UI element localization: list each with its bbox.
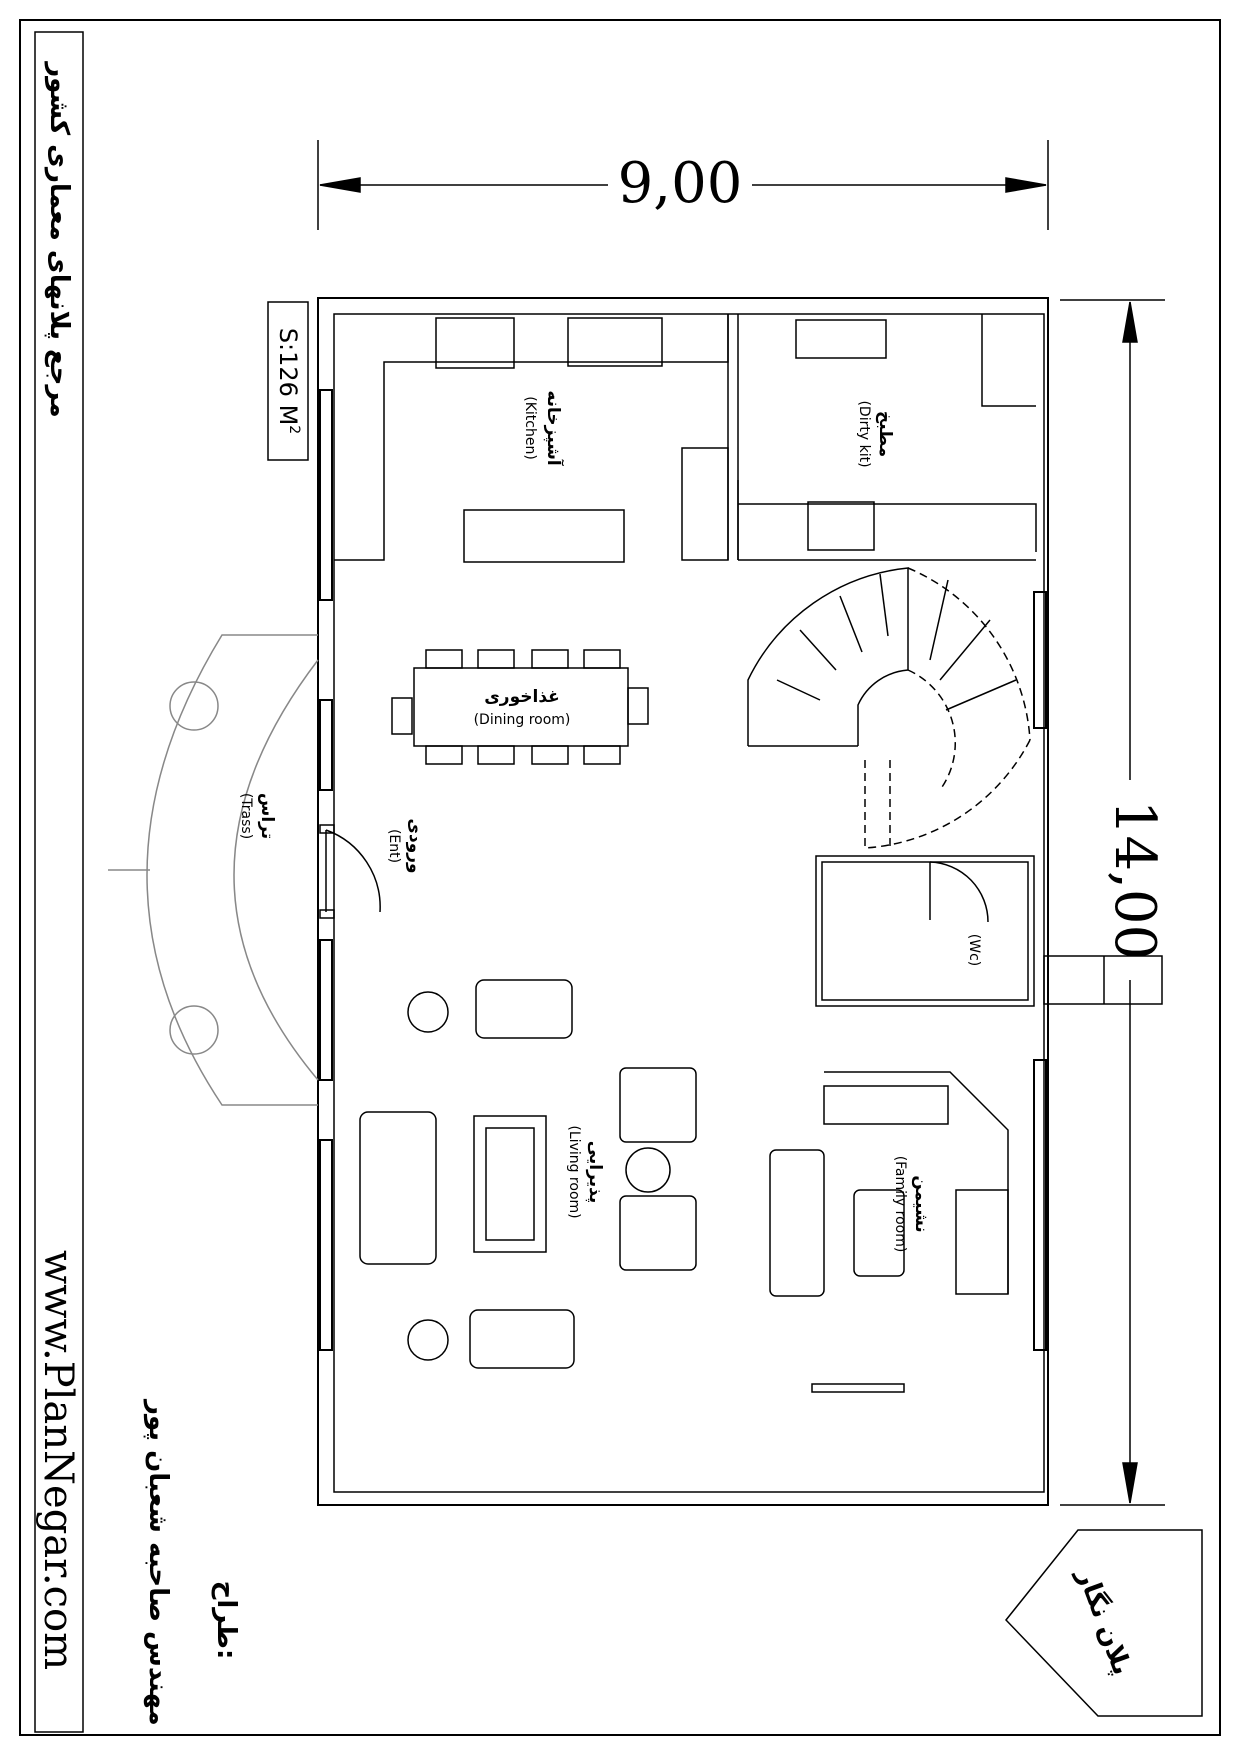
dirty-kitchen-walls xyxy=(737,314,1037,561)
dining-label-en: (Dining room) xyxy=(474,712,571,728)
logo-box xyxy=(1005,1529,1203,1717)
width-dimension xyxy=(317,140,1049,230)
logo-text: پلان نگار xyxy=(1070,1563,1138,1679)
terrace-label-en: (Trass) xyxy=(238,793,254,839)
wc-label: (Wc) xyxy=(966,934,982,966)
family-furniture xyxy=(769,1071,1009,1393)
kitchen-counter xyxy=(334,314,729,563)
wc-room xyxy=(815,855,1163,1007)
entrance-door xyxy=(319,824,381,919)
terrace-label: تراس xyxy=(257,793,277,839)
dining-table xyxy=(391,649,649,765)
length-dimension xyxy=(1060,299,1165,1506)
entrance-label-en: (Ent) xyxy=(386,829,402,863)
dirty-kitchen-label: مطبخ xyxy=(875,411,895,457)
family-label-en: (Family room) xyxy=(892,1156,908,1253)
side-title-strip xyxy=(34,31,84,1733)
area-box xyxy=(267,301,309,461)
area-label: S:126 M2 xyxy=(274,328,302,434)
inner-wall xyxy=(333,313,1045,1493)
width-label: 9,00 xyxy=(618,151,743,216)
living-furniture xyxy=(359,979,697,1369)
dirty-kitchen-label-en: (Dirty kit) xyxy=(856,400,872,467)
website-url: www.PlanNegar.com xyxy=(35,1250,81,1670)
kitchen-label-en: (Kitchen) xyxy=(522,396,538,460)
left-windows xyxy=(319,389,333,1351)
living-label-en: (Living room) xyxy=(566,1125,582,1218)
spiral-stair xyxy=(747,567,1031,849)
right-windows xyxy=(1033,591,1047,1351)
length-label: 14,00 xyxy=(1102,800,1167,960)
designer-name: مهندس صاحبه شعبان پور xyxy=(143,1398,173,1726)
dining-label: غذاخوری xyxy=(484,687,560,707)
living-label: پذیرایی xyxy=(585,1141,605,1204)
side-title: مرجع پلانهای معماری کشور xyxy=(44,60,74,418)
terrace xyxy=(108,634,319,1106)
kitchen-label: آشپزخانه xyxy=(543,390,565,467)
sheet-border xyxy=(19,19,1221,1736)
outer-wall xyxy=(317,297,1049,1506)
family-label: نشیمن xyxy=(911,1175,931,1232)
designer-label: طراح: xyxy=(211,1581,241,1660)
entrance-label: ورودی xyxy=(405,818,425,873)
